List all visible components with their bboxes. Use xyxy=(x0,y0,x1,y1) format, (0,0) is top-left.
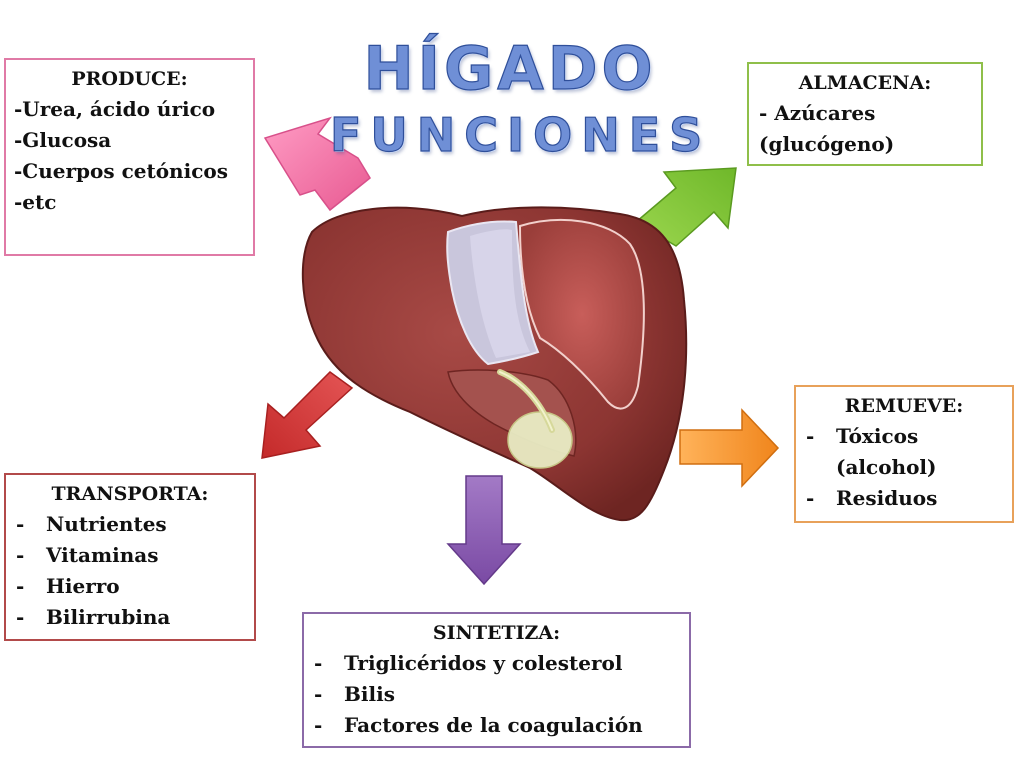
remueve-item: -Residuos xyxy=(806,486,938,510)
sintetiza-heading: SINTETIZA: xyxy=(432,622,561,644)
produce-box: PRODUCE: -Urea, ácido úrico -Glucosa -Cu… xyxy=(4,58,255,256)
almacena-item: (glucógeno) xyxy=(759,132,895,156)
transporta-item: -Bilirrubina xyxy=(16,605,171,629)
page-subtitle: FUNCIONES xyxy=(329,107,712,162)
liver-illustration xyxy=(301,206,688,522)
sintetiza-item: -Triglicéridos y colesterol xyxy=(314,651,623,675)
almacena-item: - Azúcares xyxy=(759,101,876,125)
page-title: HÍGADO xyxy=(363,33,657,104)
arrow-produce xyxy=(263,116,371,212)
almacena-heading: ALMACENA: xyxy=(798,72,932,94)
remueve-item: -Tóxicos xyxy=(806,424,919,448)
transporta-item: -Vitaminas xyxy=(16,543,159,567)
transporta-box: TRANSPORTA: -Nutrientes -Vitaminas -Hier… xyxy=(4,473,256,641)
produce-item: -Urea, ácido úrico xyxy=(14,97,216,121)
sintetiza-item: -Factores de la coagulación xyxy=(314,713,643,737)
arrow-sintetiza xyxy=(446,475,522,586)
arrow-almacena xyxy=(634,167,737,247)
produce-heading: PRODUCE: xyxy=(71,68,188,90)
almacena-box: ALMACENA: - Azúcares (glucógeno) xyxy=(747,62,983,166)
sintetiza-item: -Bilis xyxy=(314,682,395,706)
remueve-item: (alcohol) xyxy=(836,455,937,479)
remueve-heading: REMUEVE: xyxy=(844,395,964,417)
transporta-item: -Nutrientes xyxy=(16,512,167,536)
arrow-transporta xyxy=(261,371,354,459)
transporta-heading: TRANSPORTA: xyxy=(51,483,209,505)
produce-item: -Glucosa xyxy=(14,128,112,152)
produce-item: -etc xyxy=(14,190,57,214)
sintetiza-box: SINTETIZA: -Triglicéridos y colesterol -… xyxy=(302,612,691,748)
remueve-box: REMUEVE: -Tóxicos (alcohol) -Residuos xyxy=(794,385,1014,523)
produce-item: -Cuerpos cetónicos xyxy=(14,159,228,183)
transporta-item: -Hierro xyxy=(16,574,120,598)
arrow-remueve xyxy=(679,408,780,488)
